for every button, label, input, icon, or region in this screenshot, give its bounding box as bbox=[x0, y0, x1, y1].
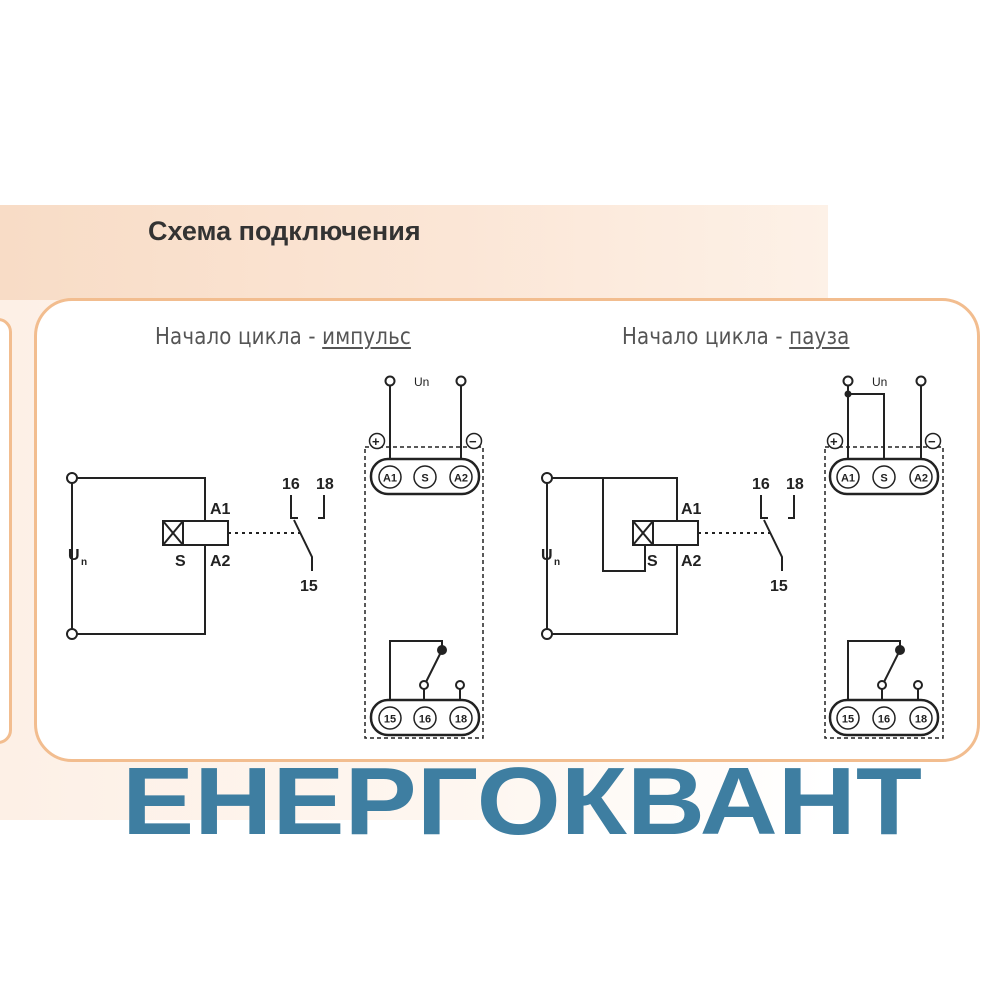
left-supply-terminal-top bbox=[66, 472, 78, 484]
left-minus-marker bbox=[465, 432, 483, 450]
caption-right: Начало цикла - пауза bbox=[622, 324, 849, 350]
right-wire-s-bridge-module bbox=[848, 393, 885, 459]
right-wire-a2 bbox=[552, 545, 678, 635]
right-relay-a1-label: A1 bbox=[681, 501, 702, 518]
caption-left-mode: импульс bbox=[322, 324, 411, 350]
right-relay-coil bbox=[652, 520, 699, 546]
right-terminal-16-circle bbox=[872, 706, 896, 730]
left-terminal-a2: A2 bbox=[454, 473, 468, 485]
right-bottom-terminal-block bbox=[828, 698, 940, 737]
right-minus-marker bbox=[924, 432, 942, 450]
right-terminal-a1: A1 bbox=[841, 473, 855, 485]
right-un-terminal-plus bbox=[842, 375, 854, 387]
right-top-terminal-block bbox=[828, 457, 940, 496]
left-contact-16-label: 16 bbox=[282, 476, 300, 493]
left-relay-cross-2 bbox=[162, 520, 184, 546]
left-relay-a2-label: A2 bbox=[210, 553, 231, 570]
right-module-blade bbox=[883, 649, 901, 683]
left-terminal-a2-circle bbox=[449, 465, 473, 489]
left-terminal-s-circle bbox=[413, 465, 437, 489]
left-wire-a2 bbox=[77, 545, 206, 635]
right-terminal-16: 16 bbox=[878, 714, 890, 726]
left-relay-coil bbox=[182, 520, 229, 546]
left-un-side-subscript: n bbox=[81, 557, 87, 568]
right-terminal-a2: A2 bbox=[914, 473, 928, 485]
left-relay-s-label: S bbox=[175, 553, 186, 570]
left-terminal-18: 18 bbox=[455, 714, 467, 726]
left-wire-a1 bbox=[77, 477, 206, 521]
left-minus-sign: − bbox=[469, 434, 477, 449]
left-un-terminal-plus bbox=[384, 375, 396, 387]
left-terminal-15: 15 bbox=[384, 714, 396, 726]
left-plus-marker bbox=[368, 432, 386, 450]
right-contact-16-arm bbox=[760, 495, 768, 519]
right-contact-18-arm bbox=[788, 495, 795, 519]
right-terminal-15-circle bbox=[836, 706, 860, 730]
left-un-side-label: U bbox=[68, 547, 80, 564]
right-un-side-subscript: n bbox=[554, 557, 560, 568]
right-wire-a1 bbox=[552, 477, 678, 521]
company-logo: ЕНЕРГОКВАНТ bbox=[122, 752, 922, 852]
left-terminal-18-circle bbox=[449, 706, 473, 730]
right-bridge-junction bbox=[844, 390, 852, 398]
page-title: Схема подключения bbox=[148, 216, 421, 246]
left-terminal-s: S bbox=[421, 473, 428, 485]
right-terminal-15: 15 bbox=[842, 714, 854, 726]
right-supply-terminal-bottom bbox=[541, 628, 553, 640]
left-terminal-a1-circle bbox=[378, 465, 402, 489]
caption-left-prefix: Начало цикла - bbox=[155, 324, 323, 350]
left-relay-a1-label: A1 bbox=[210, 501, 231, 518]
right-wire-s-bridge bbox=[602, 478, 646, 572]
right-relay-a2-label: A2 bbox=[681, 553, 702, 570]
right-contact-blade bbox=[763, 519, 783, 571]
right-terminal-18-circle bbox=[909, 706, 933, 730]
left-supply-terminal-bottom bbox=[66, 628, 78, 640]
right-plus-marker bbox=[826, 432, 844, 450]
left-contact-15-label: 15 bbox=[300, 578, 318, 595]
right-contact-18-label: 18 bbox=[786, 476, 804, 493]
right-plus-sign: + bbox=[830, 434, 838, 449]
left-un-top-label: Un bbox=[414, 375, 429, 389]
left-contact-16-arm bbox=[290, 495, 298, 519]
caption-right-prefix: Начало цикла - bbox=[622, 324, 790, 350]
left-terminal-16: 16 bbox=[419, 714, 431, 726]
right-un-terminal-minus bbox=[915, 375, 927, 387]
left-plus-sign: + bbox=[372, 434, 380, 449]
right-module-wire-15 bbox=[847, 640, 901, 706]
caption-right-mode: пауза bbox=[789, 324, 850, 350]
right-relay-s-label: S bbox=[647, 553, 658, 570]
right-un-side-label: U bbox=[541, 547, 553, 564]
left-terminal-a1: A1 bbox=[383, 473, 397, 485]
left-module-contact-18 bbox=[455, 680, 465, 690]
right-module-contact-18 bbox=[913, 680, 923, 690]
right-contact-16-label: 16 bbox=[752, 476, 770, 493]
right-terminal-a2-circle bbox=[909, 465, 933, 489]
left-terminal-16-circle bbox=[413, 706, 437, 730]
right-diagram: U n A1 A2 S 16 18 15 Un + − A1 S A2 bbox=[541, 375, 944, 739]
left-module-blade bbox=[425, 649, 443, 683]
caption-left: Начало цикла - импульс bbox=[155, 324, 411, 350]
logo-wordmark: ЕНЕРГОКВАНТ bbox=[122, 752, 922, 852]
left-un-terminal-minus bbox=[455, 375, 467, 387]
right-un-top-label: Un bbox=[872, 375, 887, 389]
right-relay-cross-2 bbox=[632, 520, 654, 546]
left-module-wire-15 bbox=[389, 640, 443, 706]
right-terminal-18: 18 bbox=[915, 714, 927, 726]
left-contact-18-label: 18 bbox=[316, 476, 334, 493]
right-terminal-a1-circle bbox=[836, 465, 860, 489]
right-module-contact-16 bbox=[877, 680, 887, 690]
left-contact-18-arm bbox=[318, 495, 325, 519]
header-band bbox=[0, 205, 828, 300]
right-terminal-s-circle bbox=[872, 465, 896, 489]
left-terminal-15-circle bbox=[378, 706, 402, 730]
left-contact-blade bbox=[293, 519, 313, 571]
left-diagram: U n A1 A2 S 16 18 15 Un + − A1 S A bbox=[66, 375, 484, 739]
right-supply-terminal-top bbox=[541, 472, 553, 484]
right-contact-15-label: 15 bbox=[770, 578, 788, 595]
left-module-outline bbox=[364, 446, 484, 739]
left-module-contact-16 bbox=[419, 680, 429, 690]
right-minus-sign: − bbox=[928, 434, 936, 449]
right-terminal-s: S bbox=[880, 473, 887, 485]
